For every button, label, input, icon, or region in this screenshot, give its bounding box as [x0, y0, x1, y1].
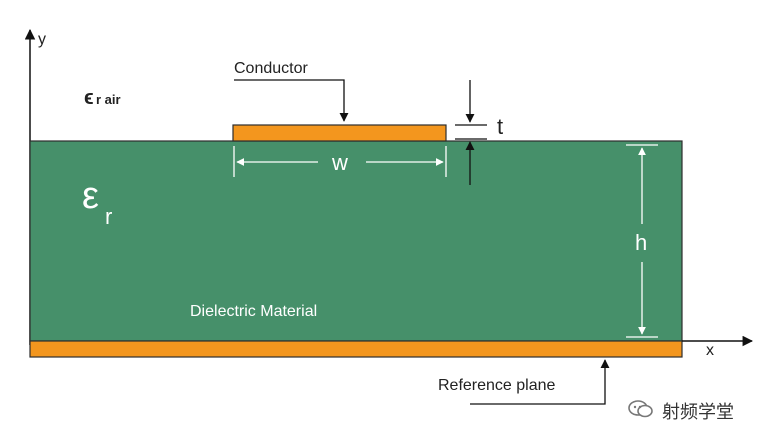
x-axis-label: x	[706, 342, 714, 359]
reference-plane-pointer	[470, 359, 610, 405]
watermark-text: 射频学堂	[662, 402, 734, 423]
conductor-strip	[232, 124, 447, 142]
eps-air-subscript: r air	[96, 92, 121, 107]
watermark: 射频学堂	[628, 398, 734, 424]
height-label: h	[635, 230, 647, 255]
conductor-pointer	[234, 79, 349, 122]
y-axis-label: y	[38, 31, 46, 48]
dielectric-label: Dielectric Material	[190, 303, 317, 320]
dielectric-substrate	[29, 140, 683, 342]
width-label: w	[331, 150, 348, 175]
eps-air-symbol: ϵ	[84, 87, 94, 109]
wechat-icon	[628, 399, 654, 424]
reference-plane-label: Reference plane	[438, 377, 556, 394]
eps-r-subscript: r	[105, 204, 112, 229]
conductor-label: Conductor	[234, 60, 308, 77]
eps-r-symbol: ε	[82, 175, 99, 217]
reference-plane	[29, 340, 683, 358]
thickness-label: t	[497, 114, 503, 139]
